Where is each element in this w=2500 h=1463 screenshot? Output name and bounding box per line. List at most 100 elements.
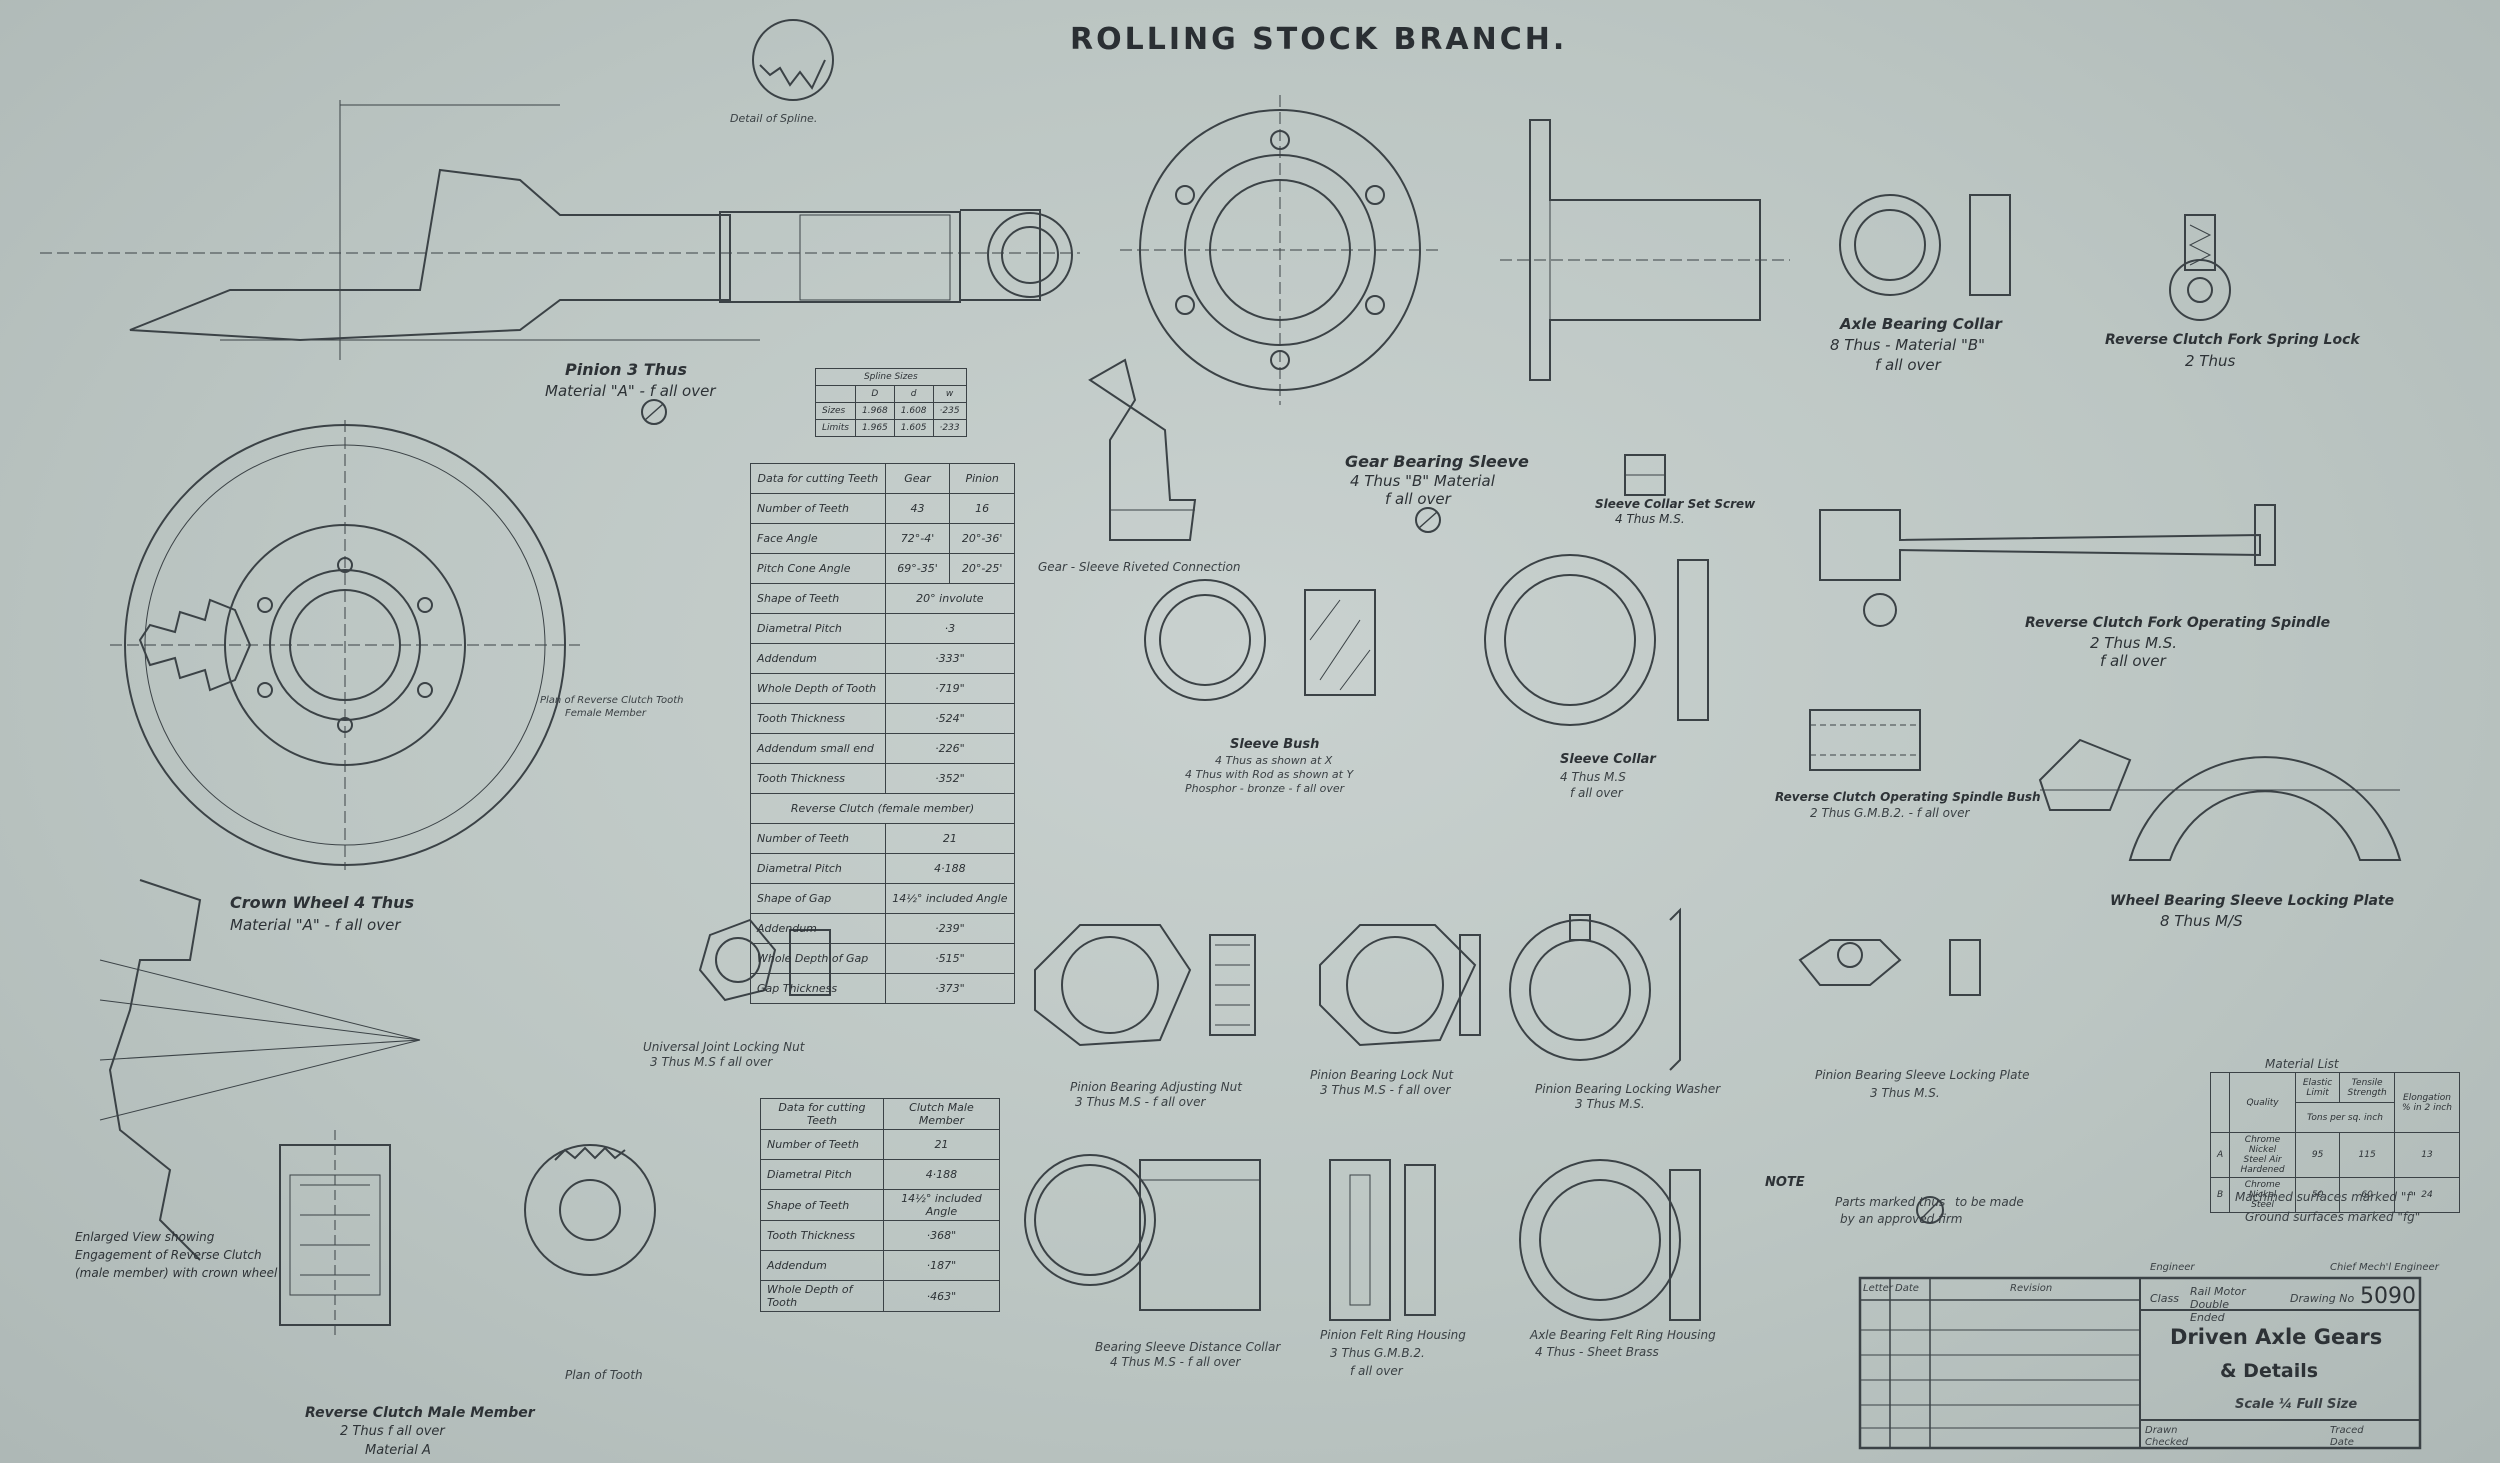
locking-plate-view: [2038, 738, 2402, 861]
table-cell: Diametral Pitch: [750, 613, 886, 644]
pinion-title: Pinion 3 Thus: [565, 360, 687, 379]
tb-letter-header: Letter: [1863, 1283, 1893, 1294]
ground-note: Ground surfaces marked "fg": [2245, 1210, 2421, 1224]
spindle-view: [1819, 504, 2276, 627]
gear-table-header: Pinion: [949, 463, 1015, 494]
spindle-finish: f all over: [2100, 652, 2166, 670]
material-cell: 60: [2339, 1177, 2395, 1213]
lock-nut-title: Pinion Bearing Lock Nut: [1310, 1068, 1454, 1082]
distance-collar-sub: 4 Thus M.S - f all over: [1110, 1355, 1241, 1369]
table-cell: Number of Teeth: [760, 1129, 884, 1160]
checked-label: Checked: [2145, 1437, 2189, 1448]
table-cell: 20° involute: [884, 583, 1016, 614]
locking-washer-sub: 3 Thus M.S.: [1575, 1097, 1645, 1111]
table-cell: 20°-25': [949, 553, 1015, 584]
spring-lock-title: Reverse Clutch Fork Spring Lock: [2105, 332, 2360, 348]
class-label: Class: [2150, 1292, 2179, 1305]
pinion-material: Material "A" - f all over: [545, 382, 716, 400]
table-cell: Whole Depth of Tooth: [760, 1280, 884, 1312]
table-cell: ·524": [884, 703, 1016, 734]
axle-felt-ring-view: [1519, 1159, 1701, 1321]
table-cell: ·368": [882, 1220, 1001, 1251]
material-cell: Chrome Nickel Steel: [2229, 1177, 2296, 1213]
material-cell: 115: [2339, 1132, 2395, 1178]
sleeve-bush-view: [1144, 579, 1376, 701]
table-cell: Whole Depth of Gap: [750, 943, 886, 974]
crown-wheel-title: Crown Wheel 4 Thus: [230, 893, 415, 912]
distance-collar-title: Bearing Sleeve Distance Collar: [1095, 1340, 1281, 1354]
table-cell: ·352": [884, 763, 1016, 794]
table-cell: Diametral Pitch: [750, 853, 886, 884]
spindle-title: Reverse Clutch Fork Operating Spindle: [2025, 615, 2331, 631]
felt-ring-sub: 3 Thus G.M.B.2.: [1330, 1346, 1425, 1360]
material-header: Tensile Strength: [2339, 1072, 2395, 1103]
table-cell: Addendum: [760, 1250, 884, 1281]
tb-revision-header: Revision: [2010, 1283, 2053, 1294]
table-cell: Pitch Cone Angle: [750, 553, 886, 584]
table-cell: ·373": [884, 973, 1016, 1004]
spline-cell: 1.965: [855, 419, 895, 437]
material-list-table: Quality Elastic Limit Tensile Strength E…: [2209, 1072, 2461, 1213]
material-cell: A: [2209, 1132, 2231, 1178]
table-cell: 14½° included Angle: [884, 883, 1016, 914]
plan-of-tooth-label: Plan of Tooth: [565, 1368, 643, 1382]
sleeve-bush-sub2: 4 Thus with Rod as shown at Y: [1185, 768, 1354, 781]
plan-clutch-tooth-title: Plan of Reverse Clutch Tooth: [540, 695, 684, 706]
adjusting-nut-title: Pinion Bearing Adjusting Nut: [1070, 1080, 1242, 1094]
table-cell: 21: [884, 823, 1016, 854]
axle-collar-sub: 8 Thus - Material "B": [1830, 336, 1986, 354]
gear-bearing-sleeve-title: Gear Bearing Sleeve: [1345, 452, 1529, 471]
table-cell: 4·188: [882, 1159, 1001, 1190]
spline-row-label: Sizes: [815, 402, 856, 420]
machined-note: Machined surfaces marked "f": [2235, 1190, 2417, 1204]
material-header: Elastic Limit: [2294, 1072, 2341, 1103]
table-cell: Tooth Thickness: [760, 1220, 884, 1251]
table-cell: Number of Teeth: [750, 493, 886, 524]
spline-col: w: [932, 385, 967, 403]
drawing-number: 5090: [2360, 1284, 2416, 1309]
material-units: Tons per sq. inch: [2294, 1102, 2395, 1133]
gear-bearing-sleeve-finish: f all over: [1385, 490, 1451, 508]
table-cell: 72°-4': [884, 523, 951, 554]
set-screw-sub: 4 Thus M.S.: [1615, 512, 1685, 526]
reverse-clutch-male-view: [279, 1130, 391, 1340]
note-label: NOTE: [1765, 1175, 1805, 1190]
gear-bearing-sleeve-front: [1120, 95, 1440, 405]
spline-detail-label: Detail of Spline.: [730, 112, 818, 125]
chief-engineer-label: Chief Mech'l Engineer: [2330, 1262, 2439, 1273]
table-cell: ·515": [884, 943, 1016, 974]
sleeve-locking-plate-view: [1798, 939, 1981, 996]
table-cell: Addendum small end: [750, 733, 886, 764]
table-cell: Number of Teeth: [750, 823, 886, 854]
lock-nut-view: [1319, 924, 1481, 1047]
locking-washer-view: [1509, 907, 1681, 1071]
page-title: ROLLING STOCK BRANCH.: [1070, 22, 1568, 57]
axle-bearing-collar-view: [1839, 194, 2011, 296]
table-cell: 20°-36': [949, 523, 1015, 554]
date-label: Date: [2330, 1437, 2354, 1448]
felt-ring-finish: f all over: [1350, 1364, 1403, 1378]
spline-cell: 1.608: [893, 402, 934, 420]
material-header: [2209, 1072, 2231, 1133]
adjusting-nut-view: [1034, 924, 1256, 1047]
sleeve-collar-view: [1484, 554, 1709, 726]
sleeve-collar-sub: 4 Thus M.S: [1560, 770, 1626, 784]
table-cell: ·719": [884, 673, 1016, 704]
material-list-title: Material List: [2265, 1057, 2339, 1071]
table-cell: 14½° included Angle: [882, 1189, 1001, 1221]
universal-nut-title: Universal Joint Locking Nut: [643, 1040, 805, 1054]
table-cell: ·239": [884, 913, 1016, 944]
drawing-no-label: Drawing No: [2290, 1292, 2355, 1305]
material-cell: 13: [2393, 1132, 2461, 1178]
pinion-side-view: [40, 100, 1080, 360]
gear-bearing-sleeve-sub: 4 Thus "B" Material: [1350, 472, 1495, 490]
gear-bearing-sleeve-side: [1500, 119, 1790, 381]
gear-table-header: Gear: [884, 463, 951, 494]
material-cell: 50: [2294, 1177, 2341, 1213]
clutch-male-material: Material A: [365, 1443, 431, 1458]
table-cell: Face Angle: [750, 523, 886, 554]
axle-felt-ring-sub: 4 Thus - Sheet Brass: [1535, 1345, 1659, 1359]
spindle-sub: 2 Thus M.S.: [2090, 634, 2178, 652]
spline-cell: 1.605: [893, 419, 934, 437]
